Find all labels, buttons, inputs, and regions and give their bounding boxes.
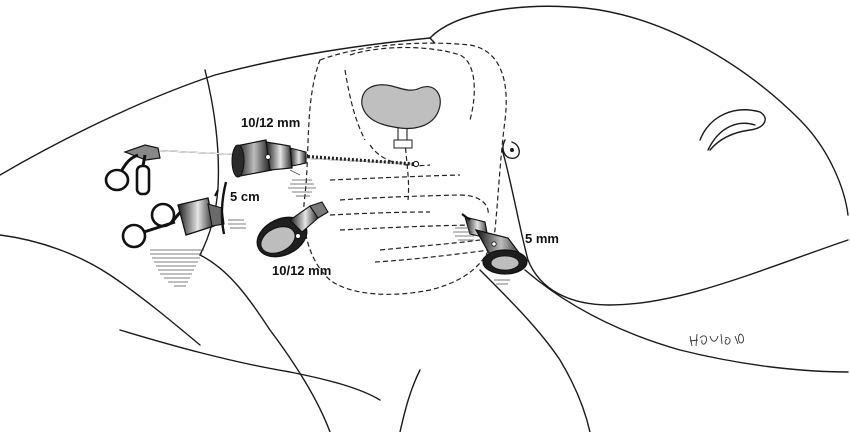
trocar-upper: [231, 139, 307, 178]
artist-signature: [689, 333, 744, 347]
abdominal-cavity-outline: [303, 42, 507, 295]
label-trocar-lower-size: 10/12 mm: [272, 263, 331, 278]
shadow-hatching-left: [150, 219, 246, 287]
label-trocar-upper-size: 10/12 mm: [241, 115, 300, 130]
trocar-lower: [256, 201, 329, 258]
incision-clamp-instrument: [121, 189, 225, 249]
shadow-hatching-upper: [288, 179, 316, 197]
label-incision-length: 5 cm: [230, 189, 260, 204]
incision-line: [220, 181, 228, 235]
shadow-hatching-right: [453, 227, 510, 285]
label-trocar-right-size: 5 mm: [525, 231, 559, 246]
organ-shape: [361, 84, 441, 149]
